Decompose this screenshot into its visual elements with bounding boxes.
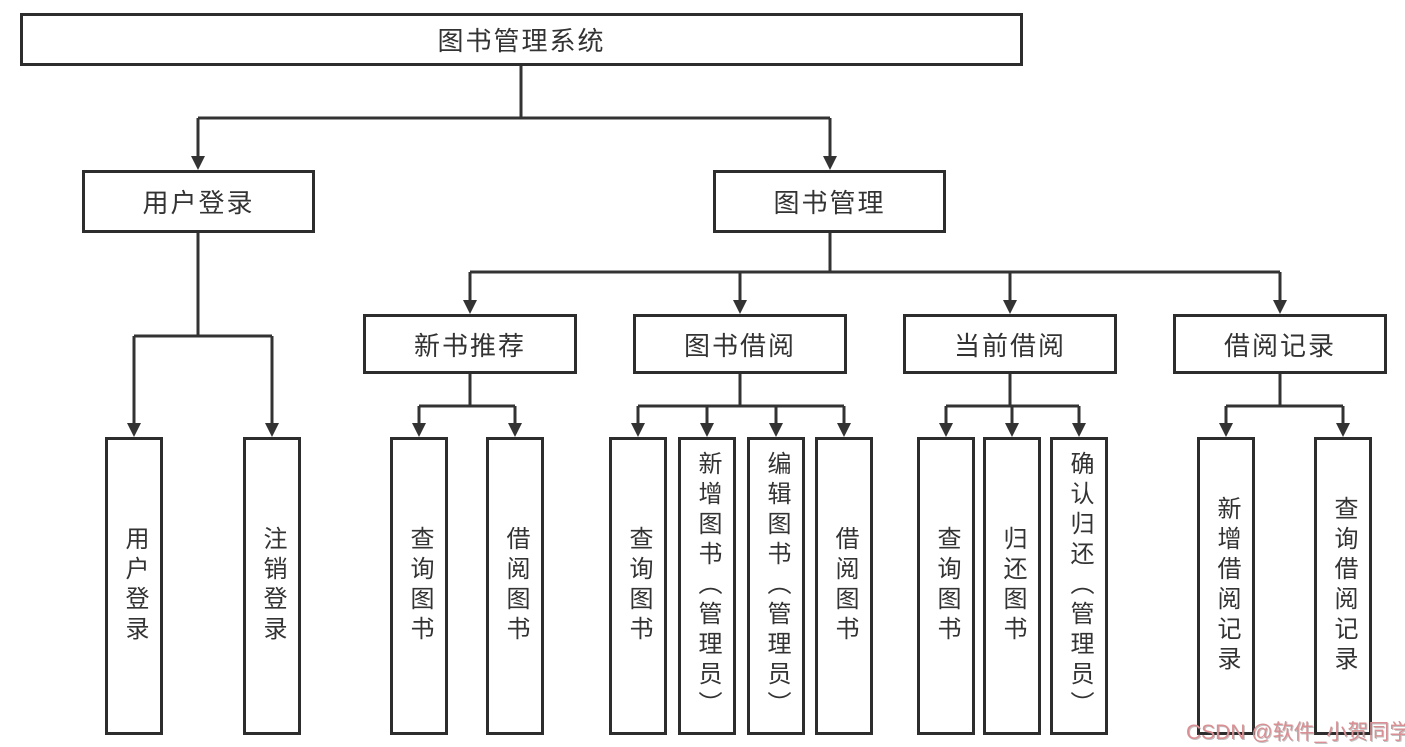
node-return-books-label: 归还图书 — [999, 526, 1026, 646]
node-add-borrow-record: 新增借阅记录 — [1197, 437, 1255, 735]
node-borrowing-query-books-label: 查询图书 — [625, 526, 652, 646]
node-query-borrow-record-label: 查询借阅记录 — [1330, 496, 1357, 676]
node-add-books-admin-label: 新增图书（管理员） — [694, 451, 721, 721]
node-new-book-recommendation: 新书推荐 — [363, 314, 577, 374]
node-confirm-return-admin: 确认归还（管理员） — [1050, 437, 1108, 735]
node-user-login: 用户登录 — [82, 170, 315, 233]
node-edit-books-admin-label: 编辑图书（管理员） — [763, 451, 790, 721]
node-borrowing-borrow-books-label: 借阅图书 — [831, 526, 858, 646]
node-user-login-action: 用户登录 — [105, 437, 163, 735]
node-current-borrowing-label: 当前借阅 — [953, 330, 1066, 361]
node-recommend-borrow-books: 借阅图书 — [486, 437, 544, 735]
node-library-management-system: 图书管理系统 — [20, 13, 1023, 66]
node-book-borrowing: 图书借阅 — [633, 314, 847, 374]
node-add-borrow-record-label: 新增借阅记录 — [1213, 496, 1240, 676]
node-edit-books-admin: 编辑图书（管理员） — [747, 437, 805, 735]
node-current-borrowing: 当前借阅 — [903, 314, 1117, 374]
node-book-borrowing-label: 图书借阅 — [683, 330, 796, 361]
node-book-management-label: 图书管理 — [773, 188, 886, 218]
node-user-login-action-label: 用户登录 — [121, 526, 148, 646]
node-query-borrow-record: 查询借阅记录 — [1314, 437, 1372, 735]
node-current-query-books: 查询图书 — [917, 437, 975, 735]
csdn-watermark: CSDN @软件_小贺同学 — [1186, 721, 1405, 744]
node-borrowing-records: 借阅记录 — [1173, 314, 1387, 374]
node-recommend-borrow-books-label: 借阅图书 — [502, 526, 529, 646]
node-borrowing-borrow-books: 借阅图书 — [815, 437, 873, 735]
node-confirm-return-admin-label: 确认归还（管理员） — [1066, 451, 1093, 721]
node-logout-action-label: 注销登录 — [259, 526, 286, 646]
node-new-book-recommendation-label: 新书推荐 — [413, 330, 526, 361]
node-recommend-query-books-label: 查询图书 — [406, 526, 433, 646]
node-borrowing-records-label: 借阅记录 — [1223, 330, 1336, 361]
node-recommend-query-books: 查询图书 — [390, 437, 448, 735]
node-book-management: 图书管理 — [713, 170, 946, 233]
node-current-query-books-label: 查询图书 — [933, 526, 960, 646]
node-user-login-label: 用户登录 — [142, 188, 255, 218]
node-add-books-admin: 新增图书（管理员） — [678, 437, 736, 735]
node-borrowing-query-books: 查询图书 — [609, 437, 667, 735]
node-return-books: 归还图书 — [983, 437, 1041, 735]
node-logout-action: 注销登录 — [243, 437, 301, 735]
node-library-management-system-label: 图书管理系统 — [437, 26, 606, 56]
